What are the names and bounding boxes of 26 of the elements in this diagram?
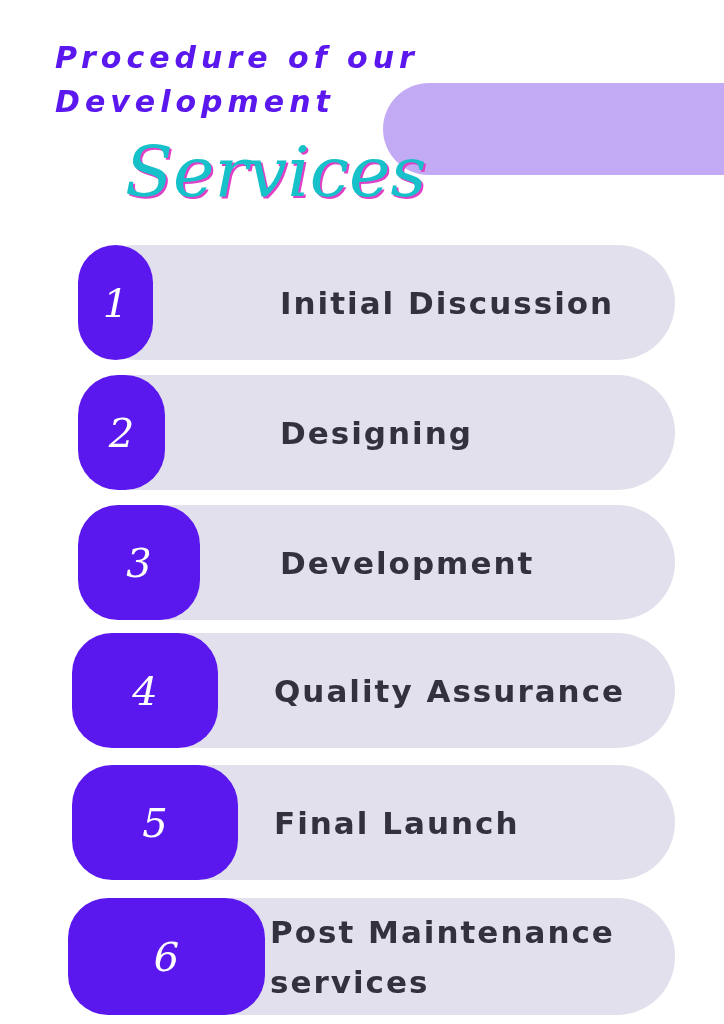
step-pill — [78, 505, 675, 620]
step-label: Post Maintenance services — [270, 912, 616, 1002]
step-label: Initial Discussion — [280, 283, 616, 323]
step-label: Final Launch — [274, 803, 521, 843]
step-number: 1 — [102, 279, 129, 326]
step-number: 2 — [108, 409, 135, 456]
step-label: Designing — [280, 413, 474, 453]
step-pill — [78, 245, 675, 360]
step-pill — [68, 898, 675, 1015]
step-number: 3 — [126, 539, 152, 586]
step-number-pill — [68, 898, 265, 1015]
step-label: Development — [280, 543, 536, 583]
step-number-pill — [72, 765, 238, 880]
script-heading: Services — [125, 130, 427, 214]
step-number: 5 — [142, 799, 168, 846]
step-pill — [72, 633, 675, 748]
step-number-pill — [78, 375, 165, 490]
step-number-pill — [72, 633, 218, 748]
step-pill — [72, 765, 675, 880]
title: Procedure of our Development — [55, 39, 420, 121]
step-number-pill — [78, 245, 153, 360]
step-label: Quality Assurance — [274, 671, 627, 711]
step-number-pill — [78, 505, 200, 620]
step-number: 4 — [132, 667, 158, 714]
step-number: 6 — [153, 933, 180, 980]
step-pill — [78, 375, 675, 490]
